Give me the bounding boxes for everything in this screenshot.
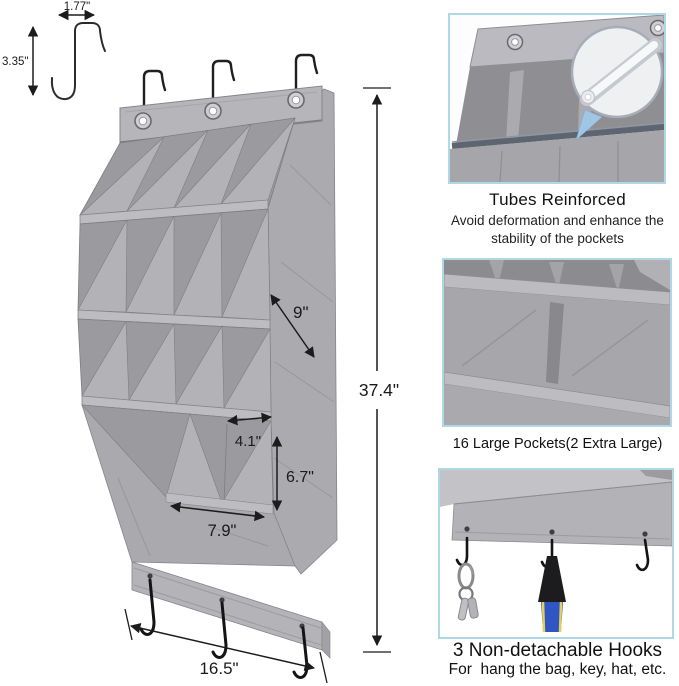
grommet-icon <box>134 112 152 130</box>
width-arrow <box>129 622 316 672</box>
keys-on-carabiner <box>457 562 479 621</box>
organizer-back <box>440 470 672 507</box>
pocket-divider <box>546 302 564 384</box>
magnifier-pointer <box>575 109 603 141</box>
feature-photo-pockets <box>442 258 672 427</box>
over-door-hook <box>294 53 319 105</box>
hook-height-label: 3.35" <box>2 56 28 68</box>
pocket-rail-lower <box>444 371 670 419</box>
tube-magnifier-icon <box>570 25 664 119</box>
pocket-row-4-large <box>81 404 296 567</box>
top-pocket-width-label: 4.1" <box>235 433 261 450</box>
organizer-dimension-drawing: 1.77" 3.35" <box>2 1 399 684</box>
lanyard <box>538 556 566 633</box>
door-hook-outline <box>50 22 106 101</box>
gusset-creases <box>273 164 335 499</box>
grommet-icon <box>506 19 664 51</box>
depth-arrow <box>270 294 315 358</box>
over-door-hook <box>211 59 236 115</box>
bottom-pocket-height-label: 6.7" <box>286 469 314 486</box>
dimension-annotations <box>124 87 391 684</box>
feature-title-hooks: 3 Non-detachable Hooks <box>452 640 663 661</box>
organizer-width-label: 16.5" <box>199 659 238 678</box>
bottom-pocket-width-label: 7.9" <box>208 522 237 540</box>
bottom-band <box>131 561 331 659</box>
plain-hook <box>635 538 650 572</box>
pocket-row-1 <box>79 117 296 225</box>
feature-desc-tubes: Avoid deformation and enhance the stabil… <box>436 212 679 248</box>
pocket-width-arrow <box>169 501 266 522</box>
grommet-icon <box>204 102 222 120</box>
over-door-hooks <box>142 53 319 124</box>
feature-desc-line1: Avoid deformation and enhance the <box>451 213 664 228</box>
pocket-depth-label: 9" <box>293 303 309 322</box>
organizer-height-label: 37.4" <box>359 380 399 400</box>
door-hook-diagram: 1.77" 3.35" <box>2 1 106 101</box>
over-door-hook <box>142 69 167 124</box>
pocket-row-3 <box>77 318 272 422</box>
organizer-body <box>77 85 338 679</box>
feature-photo-hooks <box>438 468 674 639</box>
top-pocket-width-arrow <box>226 412 273 426</box>
feature-title-tubes: Tubes Reinforced <box>489 190 626 209</box>
pocket-front <box>450 130 664 182</box>
feature-desc-line2: stability of the pockets <box>491 231 624 246</box>
feature-caption-hooks: For hang the bag, key, hat, etc. <box>448 661 667 678</box>
feature-photo-tubes <box>448 13 666 184</box>
hook-width-label: 1.77" <box>64 1 90 13</box>
grommet-icon <box>287 91 305 109</box>
grommets <box>134 91 305 130</box>
pocket-rail-upper <box>444 273 670 306</box>
reinforcement-tube-edge <box>451 124 664 149</box>
pocket-row-2 <box>77 208 271 330</box>
feature-caption-pockets: 16 Large Pockets(2 Extra Large) <box>452 436 663 452</box>
